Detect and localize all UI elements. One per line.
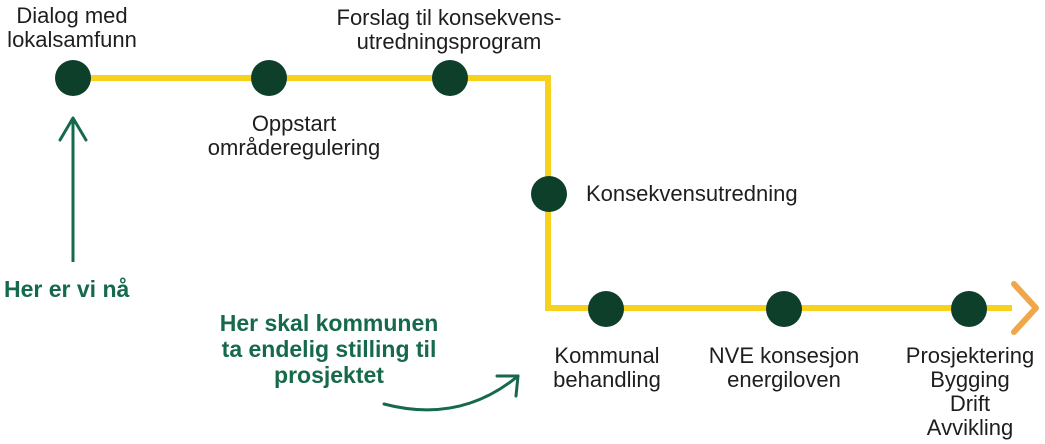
current-position-note: Her er vi nå (4, 276, 130, 302)
stage-label-kommunal: Kommunal behandling (553, 343, 661, 392)
decision-arrow-shaft (382, 374, 520, 412)
stage-node-kommunal (588, 291, 624, 327)
current-position-arrow-icon (58, 116, 88, 142)
stage-node-dialog (55, 60, 91, 96)
stage-label-nve: NVE konsesjon energiloven (708, 343, 860, 392)
stage-label-prosjektering: Prosjektering Bygging Drift Avvikling (905, 343, 1035, 440)
stage-label-oppstart: Oppstart områderegulering (207, 111, 381, 160)
stage-label-forslag: Forslag til konsekvens- utredningsprogra… (336, 5, 562, 54)
stage-node-oppstart (251, 60, 287, 96)
stage-label-konsekvensutredning: Konsekvensutredning (586, 181, 798, 206)
stage-node-prosjektering (951, 291, 987, 327)
decision-arrow-icon (495, 374, 520, 398)
stage-node-nve (766, 291, 802, 327)
decision-note: Her skal kommunen ta endelig stilling ti… (219, 310, 439, 388)
stage-node-forslag (432, 60, 468, 96)
stage-node-konsekvensutredning (531, 176, 567, 212)
stage-label-dialog: Dialog med lokalsamfunn (7, 3, 137, 52)
end-arrow-icon (1011, 281, 1039, 335)
